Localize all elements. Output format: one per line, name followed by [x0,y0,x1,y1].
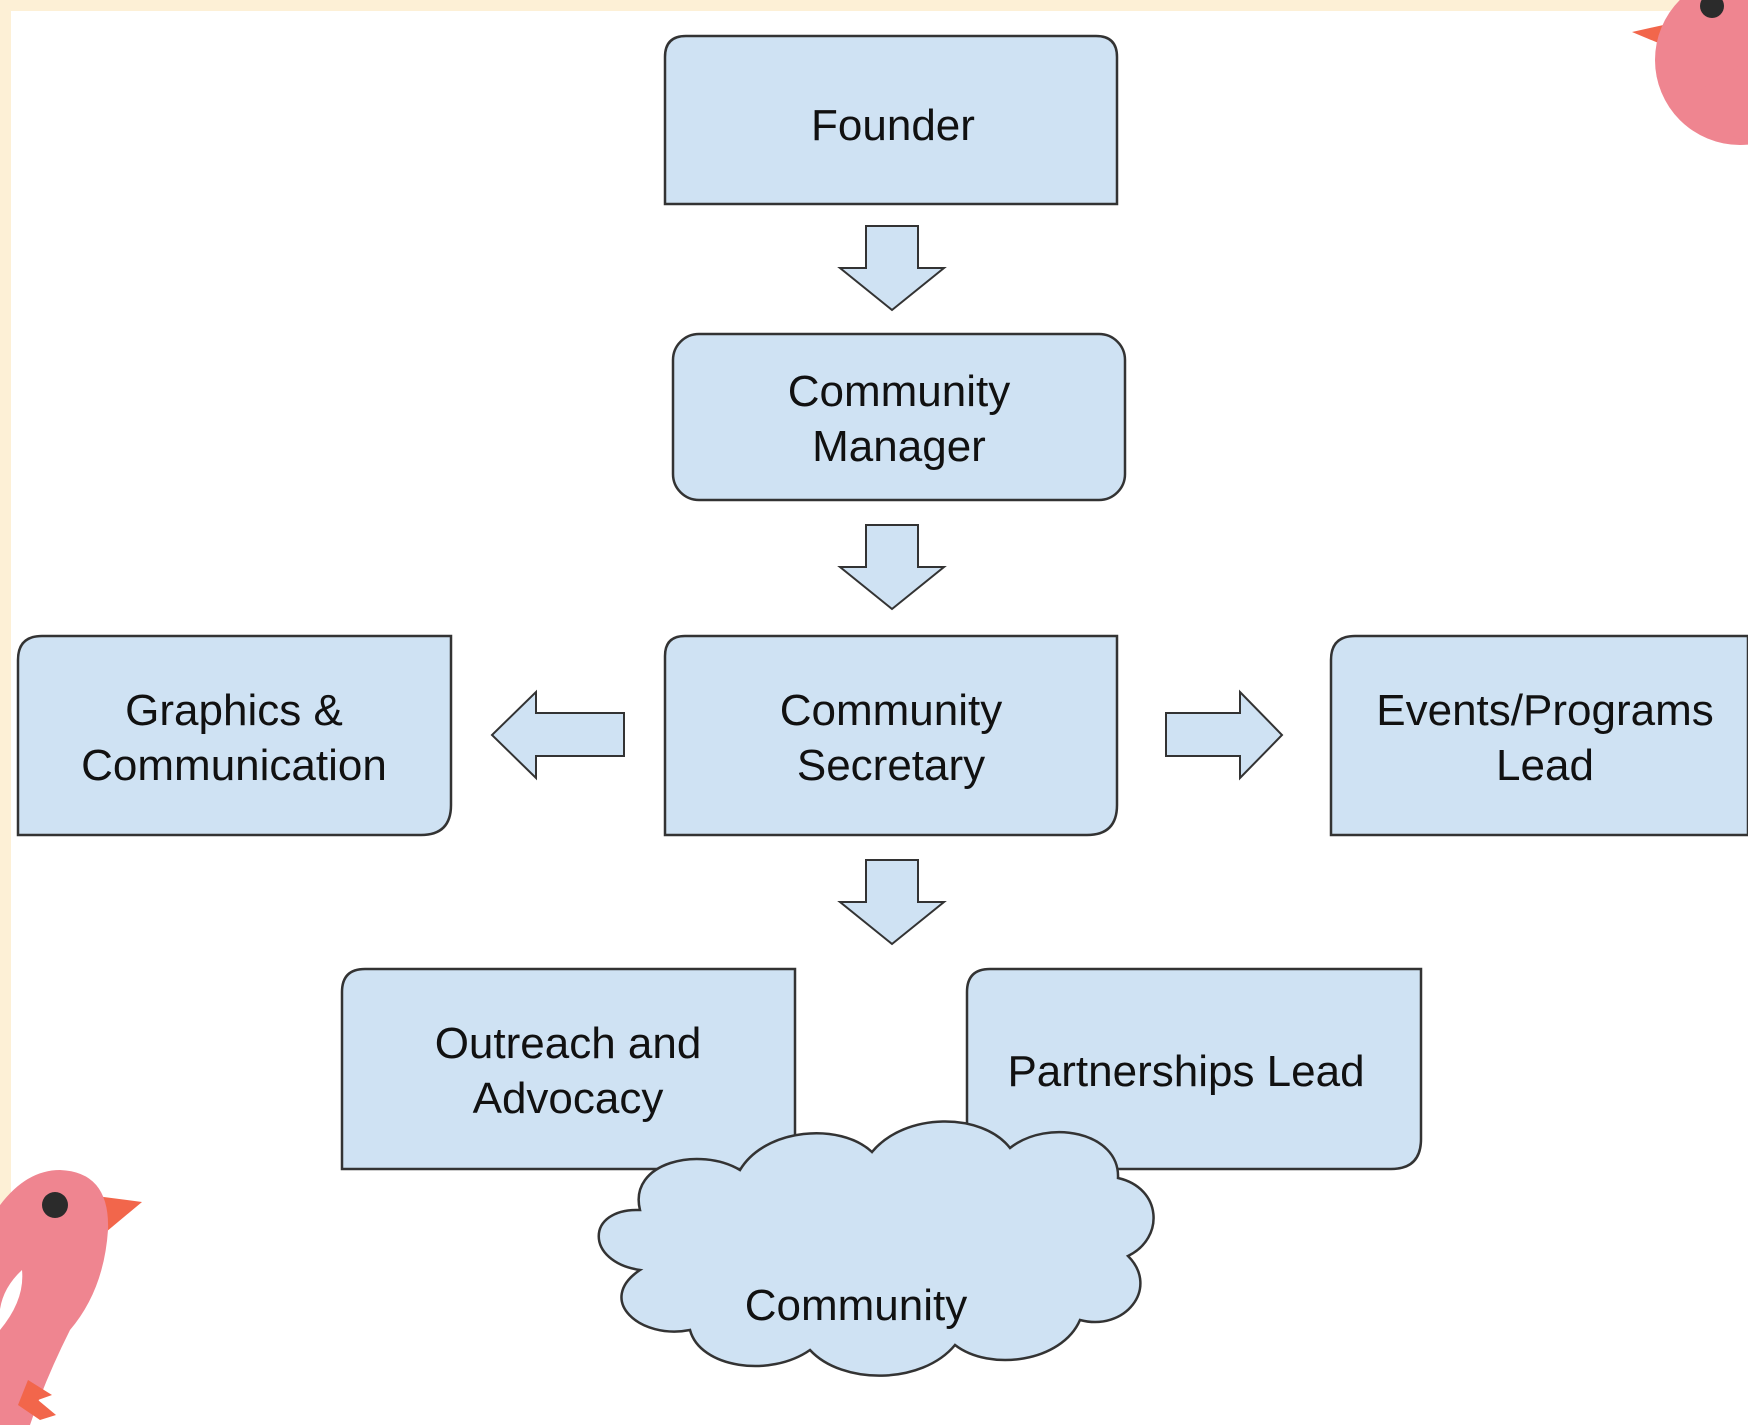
node-events-line2: Lead [1496,741,1594,790]
node-outreach-advocacy: Outreach and Advocacy [340,967,797,1171]
arrow-left [490,689,625,781]
node-outreach-line1: Outreach and [435,1019,702,1068]
node-community-manager-line1: Community [788,367,1011,416]
arrow-down-1 [837,225,947,312]
node-community-cloud: Community [597,1120,1155,1377]
bird-icon [0,1170,142,1425]
node-graphics-communication: Graphics & Communication [16,634,453,837]
node-graphics-line1: Graphics & [125,686,343,735]
node-graphics-line2: Communication [81,741,387,790]
node-community-label: Community [745,1281,968,1330]
node-events-line1: Events/Programs [1376,686,1713,735]
bird-icon [1632,0,1748,145]
node-community-secretary-line1: Community [780,686,1003,735]
node-partnerships-lead: Partnerships Lead [965,967,1423,1171]
arrow-down-3 [837,859,947,946]
node-founder-label: Founder [811,101,975,150]
arrow-down-2 [837,524,947,611]
node-outreach-line2: Advocacy [473,1074,664,1123]
node-founder: Founder [663,34,1119,206]
arrow-right [1165,689,1284,781]
node-community-manager: Community Manager [671,332,1127,502]
node-community-manager-line2: Manager [812,422,986,471]
node-partnerships-label: Partnerships Lead [1007,1047,1364,1096]
node-events-programs-lead: Events/Programs Lead [1329,634,1748,837]
node-community-secretary-line2: Secretary [797,741,985,790]
node-community-secretary: Community Secretary [663,634,1119,837]
